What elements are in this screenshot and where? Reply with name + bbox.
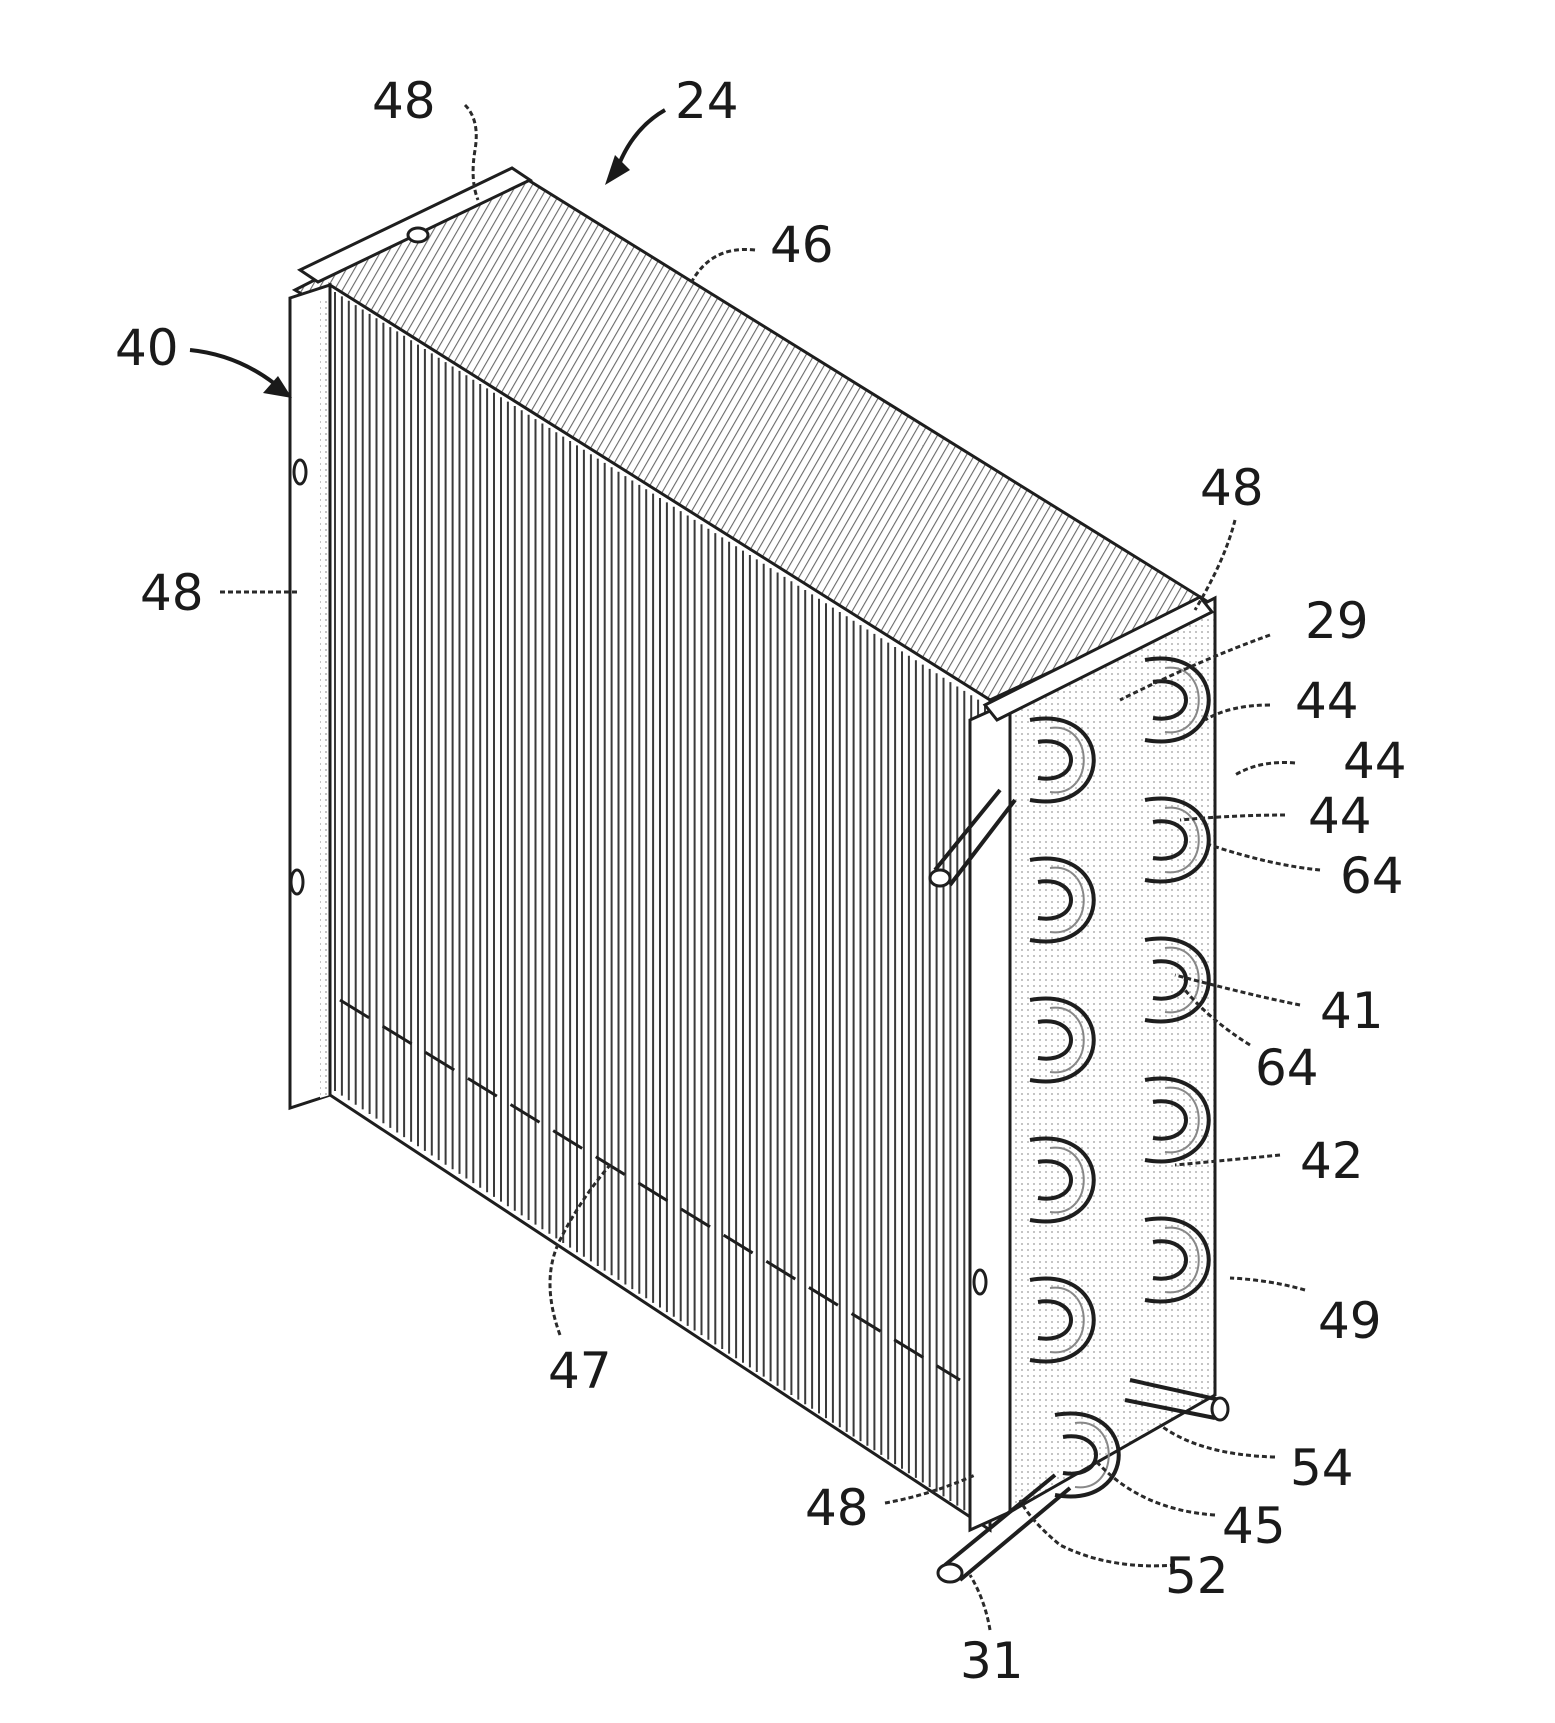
label-44-c: 44 (1308, 787, 1372, 845)
top-plate-hole (408, 228, 428, 242)
arrowhead-24 (605, 155, 630, 185)
label-64-b: 64 (1255, 1039, 1319, 1097)
right-end-plate (970, 702, 1010, 1530)
label-41: 41 (1320, 982, 1384, 1040)
tube-31-end (938, 1564, 962, 1582)
label-48-right: 48 (1200, 459, 1264, 517)
coil-body (290, 168, 1215, 1530)
label-64-a: 64 (1340, 847, 1404, 905)
tube-29-end (930, 870, 950, 886)
left-plate-hole-upper (294, 460, 306, 484)
leader-40 (190, 350, 280, 388)
label-24: 24 (675, 72, 739, 130)
label-46: 46 (770, 216, 834, 274)
label-45: 45 (1222, 1497, 1286, 1555)
leader-54 (1160, 1425, 1275, 1457)
label-52: 52 (1165, 1547, 1229, 1605)
label-42: 42 (1300, 1132, 1364, 1190)
label-48-bottom: 48 (805, 1479, 869, 1537)
label-29: 29 (1305, 592, 1369, 650)
label-40: 40 (115, 319, 179, 377)
label-48-top: 48 (372, 72, 436, 130)
leader-44-b (1235, 763, 1295, 776)
leader-46 (690, 249, 755, 285)
label-49: 49 (1318, 1292, 1382, 1350)
label-48-left: 48 (140, 564, 204, 622)
tube-54-end (1212, 1398, 1228, 1420)
leader-31 (970, 1575, 990, 1630)
label-47: 47 (548, 1342, 612, 1400)
label-44-b: 44 (1343, 732, 1407, 790)
left-plate-hole-lower (291, 870, 303, 894)
right-plate-hole (974, 1270, 986, 1294)
leader-49 (1230, 1278, 1305, 1290)
leader-64-a (1210, 845, 1320, 870)
leader-45 (1095, 1460, 1215, 1515)
label-54: 54 (1290, 1439, 1354, 1497)
label-31: 31 (960, 1632, 1024, 1690)
label-44-a: 44 (1295, 672, 1359, 730)
